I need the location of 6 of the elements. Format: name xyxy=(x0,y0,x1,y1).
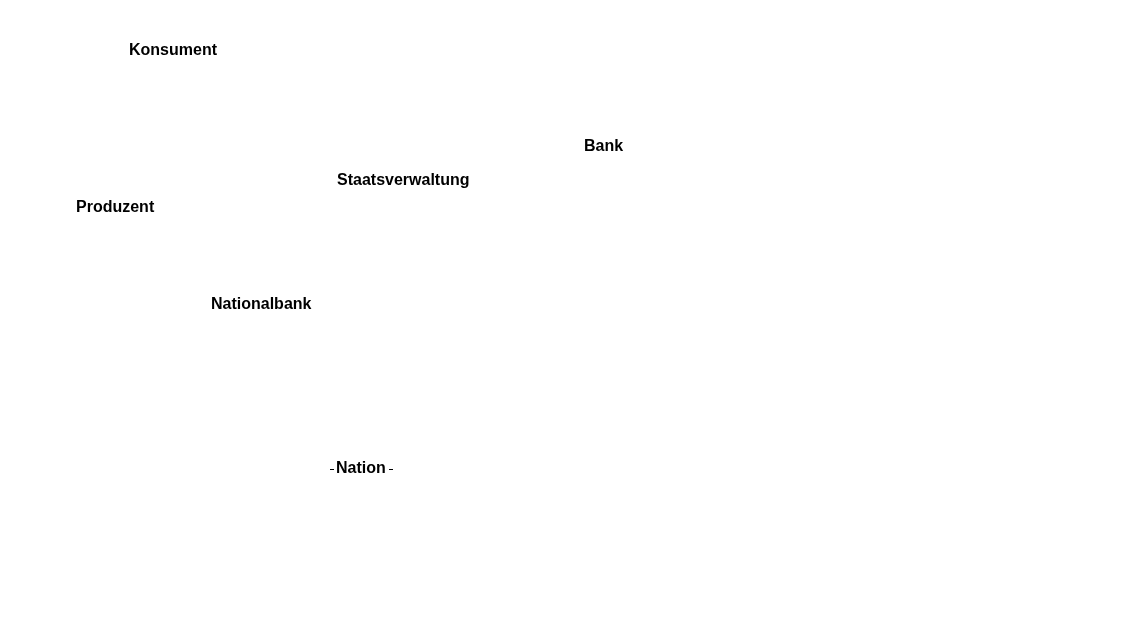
producer-label: Produzent xyxy=(76,198,155,216)
consumer-label: Konsument xyxy=(129,41,217,59)
administration-label: Staatsverwaltung xyxy=(337,171,470,189)
nation-label: Nation xyxy=(336,459,386,477)
bank-label: Bank xyxy=(584,137,624,155)
central-bank-label: Nationalbank xyxy=(211,295,312,313)
